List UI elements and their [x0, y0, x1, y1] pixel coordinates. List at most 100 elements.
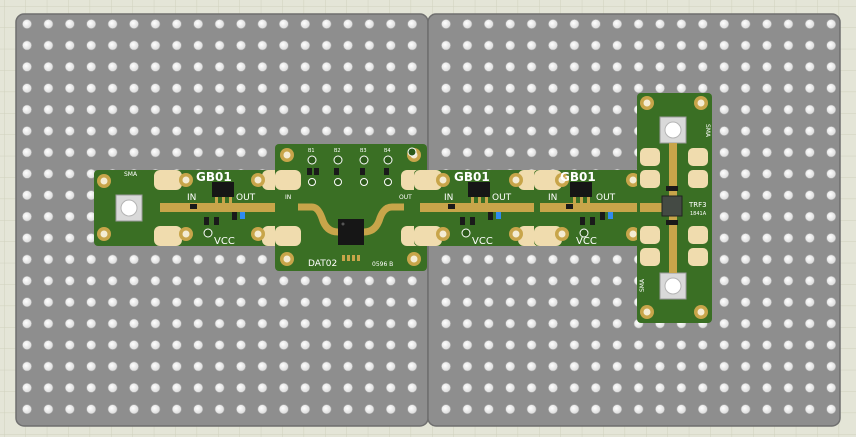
- mounting-hole: [719, 168, 730, 179]
- mounting-hole: [364, 61, 375, 72]
- mounting-hole: [236, 104, 246, 115]
- mounting-hole: [762, 340, 772, 350]
- mounting-hole: [86, 61, 97, 72]
- mounting-hole: [826, 211, 837, 222]
- dat02-attenuator[interactable]: B1 B2 B3 B4 IN OUT DAT02 0596 B: [275, 144, 427, 271]
- board-name: GB01: [196, 170, 232, 184]
- mounting-hole: [526, 83, 537, 94]
- mounting-hole: [719, 19, 730, 29]
- mounting-hole: [590, 254, 601, 265]
- mounting-hole: [505, 297, 516, 308]
- mounting-hole: [441, 83, 451, 94]
- mounting-hole: [43, 211, 54, 222]
- mounting-hole: [22, 361, 32, 372]
- mounting-hole: [407, 83, 418, 94]
- mounting-hole: [740, 126, 751, 136]
- mounting-hole: [43, 382, 54, 393]
- mounting-hole: [129, 83, 139, 94]
- mounting-hole: [590, 382, 601, 393]
- splitter-chip: [661, 195, 683, 217]
- mounting-hole: [826, 61, 837, 72]
- bit-pad: [384, 178, 392, 186]
- vcc-label: VCC: [472, 236, 493, 247]
- smd-part: [334, 168, 339, 175]
- mounting-hole: [321, 61, 332, 72]
- sma-connector-left[interactable]: SMA: [94, 170, 160, 246]
- mounting-hole: [257, 147, 268, 158]
- mounting-hole: [64, 275, 75, 286]
- mounting-hole: [483, 361, 494, 372]
- mounting-hole: [107, 126, 118, 136]
- mounting-hole: [236, 275, 246, 286]
- mounting-hole: [612, 19, 623, 29]
- mounting-hole: [278, 19, 289, 29]
- mounting-hole: [64, 168, 75, 179]
- mounting-hole: [783, 126, 794, 136]
- mounting-hole: [740, 275, 751, 286]
- mounting-hole: [676, 361, 687, 372]
- mounting-hole: [278, 318, 289, 329]
- bit-pad: [308, 178, 316, 186]
- mounting-hole: [43, 340, 54, 350]
- gb01-amplifier-2[interactable]: GB01 IN OUT VCC: [414, 170, 546, 247]
- mounting-hole: [655, 19, 665, 29]
- mounting-hole: [697, 19, 708, 29]
- trf3-splitter[interactable]: TRF3 1841A SMA SMA: [637, 93, 712, 323]
- mounting-hole: [590, 297, 601, 308]
- mounting-hole: [762, 404, 772, 415]
- mounting-hole: [740, 340, 751, 350]
- mounting-hole: [300, 318, 311, 329]
- smd-part: [448, 204, 455, 209]
- smd-part: [214, 217, 219, 225]
- mounting-hole: [762, 147, 772, 158]
- mounting-hole: [697, 404, 708, 415]
- mounting-hole: [526, 40, 537, 51]
- mounting-hole: [590, 147, 601, 158]
- mounting-hole: [462, 275, 473, 286]
- mounting-hole: [826, 83, 837, 94]
- mounting-hole: [612, 340, 623, 350]
- mounting-hole: [107, 83, 118, 94]
- mounting-hole: [548, 361, 558, 372]
- mounting-hole: [762, 190, 772, 201]
- mounting-hole: [43, 126, 54, 136]
- pad-in-top: [154, 170, 182, 190]
- mounting-hole: [697, 83, 708, 94]
- mounting-hole: [321, 382, 332, 393]
- mounting-hole: [193, 340, 204, 350]
- mounting-hole: [321, 126, 332, 136]
- pad: [688, 148, 708, 166]
- mounting-hole: [783, 340, 794, 350]
- mounting-hole: [129, 254, 139, 265]
- mounting-hole: [505, 361, 516, 372]
- mounting-hole: [441, 61, 451, 72]
- mounting-hole: [407, 361, 418, 372]
- mounting-hole: [236, 126, 246, 136]
- mounting-hole: [321, 318, 332, 329]
- mounting-hole: [64, 361, 75, 372]
- mounting-hole: [22, 318, 32, 329]
- mounting-hole: [804, 61, 815, 72]
- mounting-hole: [783, 168, 794, 179]
- mounting-hole: [826, 382, 837, 393]
- mounting-hole: [278, 126, 289, 136]
- mounting-hole: [257, 104, 268, 115]
- pad: [688, 170, 708, 188]
- mounting-hole: [526, 361, 537, 372]
- mounting-hole: [548, 61, 558, 72]
- mounting-hole: [526, 404, 537, 415]
- mounting-hole: [407, 126, 418, 136]
- mounting-hole: [43, 404, 54, 415]
- chip-lead: [471, 197, 474, 203]
- mounting-hole: [548, 382, 558, 393]
- mounting-hole: [783, 211, 794, 222]
- mounting-hole: [107, 104, 118, 115]
- mounting-hole: [762, 318, 772, 329]
- mounting-hole: [612, 126, 623, 136]
- mounting-hole: [385, 275, 396, 286]
- attenuator-chip: [338, 219, 364, 245]
- board-name: GB01: [454, 170, 490, 184]
- gb01-amplifier-1[interactable]: GB01 IN OUT VCC: [154, 170, 290, 247]
- mounting-hole: [129, 19, 139, 29]
